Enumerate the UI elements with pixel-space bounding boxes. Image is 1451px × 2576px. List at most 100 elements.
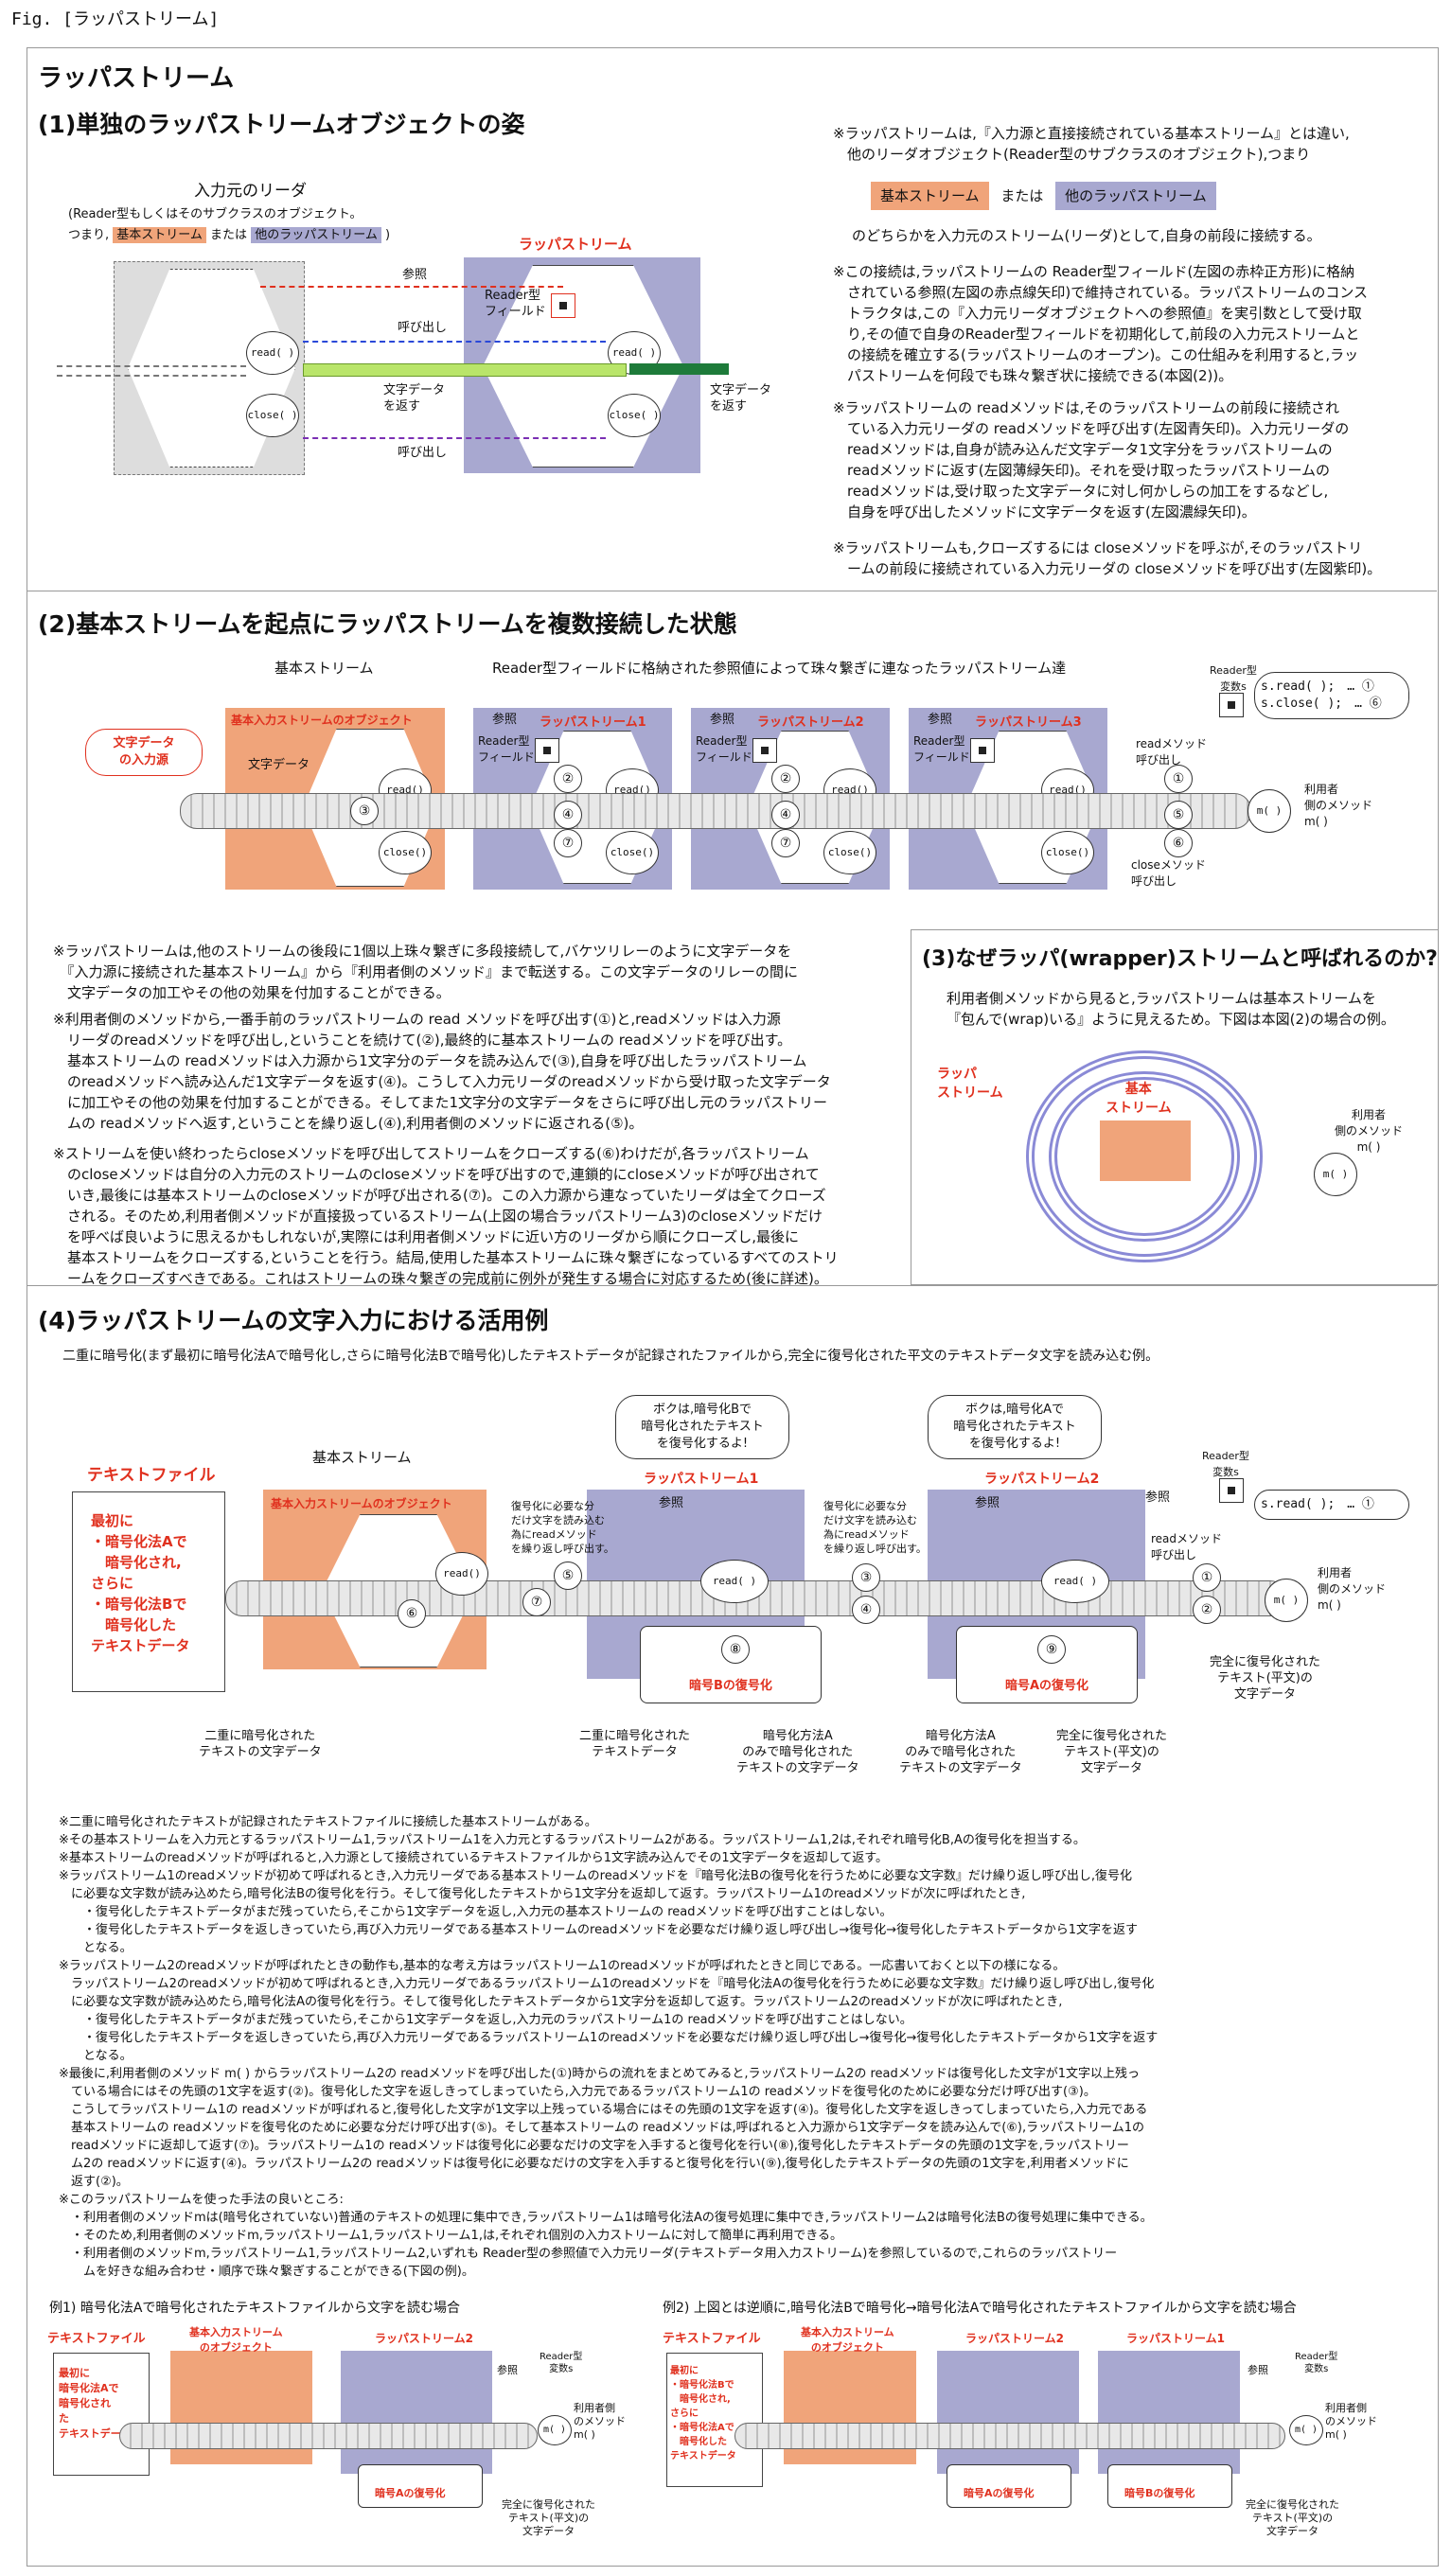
s4-basic-obj: 基本入力ストリームのオブジェクト (271, 1495, 452, 1511)
s4-code-bubble: s.read( ); … ① (1254, 1490, 1409, 1520)
s4-ref-1: 参照 (659, 1495, 683, 1511)
s4-call-read: readメソッド 呼び出し (1151, 1531, 1222, 1563)
s4-num-1: ① (1193, 1563, 1221, 1592)
s2-field-2: Reader型 フィールド (696, 733, 752, 766)
s1-note-2: ※この接続は,ラッパストリームの Reader型フィールド(左図の赤枠正方形)に… (833, 261, 1368, 386)
s4-num-9: ⑨ (1037, 1635, 1066, 1664)
s2-call-read: readメソッド 呼び出し (1136, 736, 1207, 768)
s2-ref-3: 参照 (928, 712, 952, 728)
s1-note-1b: のどちらかを入力元のストリーム(リーダ)として,自身の前段に接続する。 (852, 225, 1321, 246)
ex1-pipe (119, 2423, 538, 2449)
ex2-w2-box (1098, 2351, 1240, 2474)
s4-cap-2: 二重に暗号化された テキストデータ (579, 1728, 690, 1760)
s4-w2-title: ラッパストリーム2 (984, 1469, 1099, 1488)
s2-note-2: ※利用者側のメソッドから,一番手前のラッパストリームの read メソッドを呼び… (53, 1009, 831, 1134)
ex2-user: 利用者側 のメソッド m( ) (1325, 2402, 1377, 2442)
s4-var-square (1219, 1478, 1244, 1503)
s4-num-8: ⑧ (721, 1635, 750, 1664)
return-label-1: 文字データ を返す (383, 382, 445, 415)
s2-user-face: m( ) (1248, 789, 1291, 833)
s2-code-bubble: s.read( ); … ① s.close( ); … ⑥ (1254, 672, 1409, 719)
s4-decB: 暗号Bの復号化 (689, 1675, 772, 1693)
s2-num-7b: ⑦ (771, 829, 800, 857)
s2-basic-close: close() (379, 831, 432, 874)
ex2-basic-label: 基本入力ストリーム のオブジェクト (801, 2324, 894, 2355)
s4-ref-2: 参照 (975, 1495, 1000, 1511)
section2-heading: (2)基本ストリームを起点にラッパストリームを複数接続した状態 (38, 606, 737, 640)
s4-intro: 二重に暗号化(まず最初に暗号化法Aで暗号化し,さらに暗号化法Bで暗号化)したテキ… (62, 1346, 1159, 1365)
wrapper-title: ラッパストリーム (519, 234, 632, 254)
field-label: Reader型 フィールド (485, 288, 546, 320)
ex1-file-title: テキストファイル (47, 2328, 146, 2346)
s3-basic-box (1100, 1120, 1191, 1181)
s4-basic-label: 基本ストリーム (312, 1450, 412, 1466)
ex2-w1-box (937, 2351, 1079, 2474)
s4-cap-4: 暗号化方法A のみで暗号化された テキストの文字データ (899, 1728, 1022, 1776)
s2-var-square (1219, 693, 1244, 717)
s3-user-face: m( ) (1314, 1153, 1357, 1196)
ex2-w1-title: ラッパストリーム2 (965, 2330, 1064, 2346)
s4-num-4: ④ (852, 1596, 880, 1624)
section4-heading: (4)ラッパストリームの文字入力における活用例 (38, 1302, 549, 1336)
s2-chardata: 文字データ (248, 757, 310, 773)
return-label-2: 文字データ を返す (710, 382, 771, 415)
s4-ref-var: 参照 (1145, 1490, 1170, 1506)
s2-call-close: closeメソッド 呼び出し (1131, 857, 1206, 890)
reader-read-face: read( ) (246, 331, 299, 375)
s4-cap-6: 完全に復号化された テキスト(平文)の 文字データ (1210, 1654, 1320, 1703)
s4-notes: ※二重に暗号化されたテキストが記録されたテキストファイルに接続した基本ストリーム… (59, 1813, 1158, 2281)
s2-w2-title: ラッパストリーム2 (757, 712, 864, 730)
s4-varbox: Reader型 変数s (1202, 1448, 1249, 1480)
ex1-w-title: ラッパストリーム2 (375, 2330, 473, 2346)
s2-field-sq-3 (970, 738, 995, 763)
s2-pipe (180, 793, 1251, 829)
ref-label: 参照 (402, 267, 427, 283)
s2-note-3: ※ストリームを使い終わったらcloseメソッドを呼び出してストリームをクローズす… (53, 1143, 839, 1289)
ex2-file-title: テキストファイル (663, 2328, 761, 2346)
ex2-user-face: m( ) (1289, 2415, 1323, 2445)
s1-note-4: ※ラッパストリームも,クローズするには closeメソッドを呼ぶが,そのラッパス… (833, 538, 1381, 579)
s4-num-7: ⑦ (522, 1588, 551, 1616)
s1-note-3: ※ラッパストリームの readメソッドは,そのラッパストリームの前段に接続され … (833, 397, 1349, 522)
wrapper-close-face: close( ) (608, 394, 661, 437)
s4-cap-3: 暗号化方法A のみで暗号化された テキストの文字データ (736, 1728, 859, 1776)
call-label-1: 呼び出し (398, 320, 447, 336)
s3-user-label: 利用者 側のメソッド m( ) (1335, 1107, 1403, 1156)
s2-user-label: 利用者 側のメソッド m( ) (1304, 782, 1372, 830)
ex2-file-text: 最初に ・暗号化法Bで 暗号化され, さらに ・暗号化法Aで 暗号化した テキス… (670, 2364, 736, 2463)
page-title: ラッパストリーム (38, 59, 234, 94)
s2-varbox: Reader型 変数s (1210, 662, 1257, 695)
s2-w3-close: close() (1041, 831, 1094, 874)
s4-ex1-title: 例1) 暗号化法Aで暗号化されたテキストファイルから文字を読む場合 (49, 2298, 460, 2317)
reader-title: 入力元のリーダ (194, 177, 307, 201)
s2-num-2b: ② (771, 765, 800, 793)
s2-note-1: ※ラッパストリームは,他のストリームの後段に1個以上珠々繋ぎに多段接続して,バケ… (53, 941, 798, 1003)
ex2-decB: 暗号Bの復号化 (1124, 2485, 1194, 2500)
ex1-dec: 暗号Aの復号化 (375, 2485, 446, 2500)
s2-w1-title: ラッパストリーム1 (540, 712, 646, 730)
ex2-ref: 参照 (1248, 2362, 1268, 2378)
s2-field-3: Reader型 フィールド (913, 733, 970, 766)
ex2-decA: 暗号Aの復号化 (964, 2485, 1035, 2500)
s2-num-2a: ② (554, 765, 582, 793)
s2-num-4b: ④ (771, 801, 800, 829)
close-arrow-purple (303, 437, 606, 439)
s4-cap-1: 二重に暗号化された テキストの文字データ (199, 1728, 322, 1760)
s4-num-2: ② (1193, 1596, 1221, 1624)
s3-heading: (3)なぜラッパ(wrapper)ストリームと呼ばれるのか? (922, 942, 1438, 972)
s2-num-1: ① (1164, 765, 1193, 793)
s4-bubble-2: ボクは,暗号化Aで 暗号化されたテキスト を復号化するよ! (928, 1395, 1102, 1459)
s2-basic-label: 基本ストリーム (274, 661, 374, 677)
call-label-2: 呼び出し (398, 445, 447, 461)
s2-w2-close: close() (823, 831, 876, 874)
s2-chain-label: Reader型フィールドに格納された参照値によって珠々繋ぎに連なったラッパストリ… (492, 661, 1066, 677)
s1-note-1: ※ラッパストリームは,『入力源と直接接続されている基本ストリーム』とは違い, 他… (833, 123, 1350, 165)
s4-repeat-1: 復号化に必要な分 だけ文字を読み込む 為にreadメソッド を繰り返し呼び出す。 (511, 1499, 614, 1556)
s2-num-5: ⑤ (1164, 801, 1193, 829)
s4-num-3: ③ (852, 1563, 880, 1592)
ex2-pipe (734, 2423, 1285, 2449)
s2-num-4a: ④ (554, 801, 582, 829)
s4-num-5: ⑤ (554, 1561, 582, 1590)
s4-w1-read: read( ) (700, 1560, 769, 1603)
figure-label: Fig. [ラッパストリーム] (11, 6, 219, 30)
